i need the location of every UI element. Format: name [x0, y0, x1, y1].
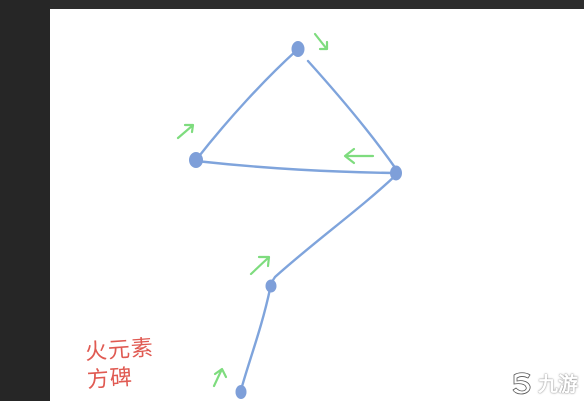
- left-dark-bar: [0, 0, 50, 401]
- line-top-to-left: [194, 48, 299, 162]
- caption-line-1: 火元素: [84, 335, 155, 366]
- arrow-top: [313, 32, 329, 51]
- arrow-right: [343, 147, 375, 165]
- node-left: [189, 152, 203, 168]
- arrow-bottom: [212, 367, 228, 388]
- watermark-text: 九游: [538, 372, 578, 396]
- line-right-to-middle: [268, 173, 398, 289]
- jiuyou-logo-icon: [512, 371, 531, 394]
- caption-line-2: 方碑: [86, 365, 134, 394]
- puzzle-sketch: [176, 32, 402, 399]
- top-dark-bar: [50, 0, 584, 9]
- node-right: [390, 165, 402, 181]
- node-middle: [265, 279, 277, 293]
- handwritten-caption: 火元素 方碑: [84, 335, 157, 396]
- arrow-middle: [249, 255, 271, 276]
- node-bottom: [235, 385, 247, 399]
- sketch-canvas: 火元素 方碑 九游: [50, 9, 584, 401]
- watermark: 九游: [508, 368, 578, 397]
- line-top-to-right: [306, 59, 398, 171]
- node-top: [291, 41, 305, 57]
- line-middle-to-bottom: [239, 287, 272, 392]
- arrow-left: [176, 123, 195, 140]
- line-left-to-right: [194, 159, 397, 175]
